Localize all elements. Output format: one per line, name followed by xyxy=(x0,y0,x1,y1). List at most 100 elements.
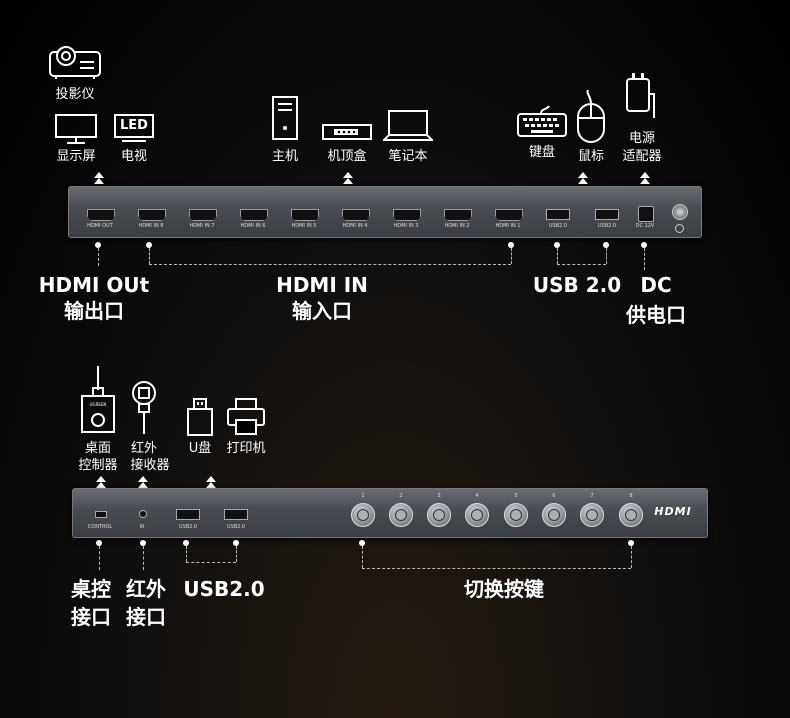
ir-silk: IR xyxy=(139,524,145,530)
hdmi-in-6-silk: HDMI IN 6 xyxy=(240,223,266,229)
arrow-icon xyxy=(138,476,148,482)
usb-front-title: USB2.0 xyxy=(183,577,265,601)
led-badge: LED xyxy=(120,118,148,133)
hdmi-in-1-port[interactable] xyxy=(495,209,523,221)
hdmi-in-5-silk: HDMI IN 5 xyxy=(291,223,317,229)
usb-port-1[interactable] xyxy=(546,209,570,220)
button-1-number: 1 xyxy=(361,493,365,499)
hdmi-in-1-silk: HDMI IN 1 xyxy=(495,223,521,229)
hdmi-out-silk: HDMI OUT xyxy=(87,223,113,229)
adapter-label-2: 适配器 xyxy=(622,149,662,164)
switch-button-3[interactable] xyxy=(427,503,451,527)
keyboard-icon xyxy=(517,105,567,137)
dc-title: DC xyxy=(640,273,672,297)
host-label: 主机 xyxy=(271,149,298,164)
udisk-label: U盘 xyxy=(188,441,212,456)
usb-port-front-1[interactable] xyxy=(176,509,200,520)
settop-label: 机顶盒 xyxy=(327,149,367,164)
arrow-icon xyxy=(94,172,104,178)
switch-button-6[interactable] xyxy=(542,503,566,527)
button-8-number: 8 xyxy=(629,493,633,499)
arrow-icon xyxy=(640,178,650,184)
usb-front-silk-2: USB2.0 xyxy=(226,524,246,530)
printer-label: 打印机 xyxy=(226,441,266,456)
switch-button-4[interactable] xyxy=(465,503,489,527)
arrow-icon xyxy=(343,178,353,184)
laptop-icon xyxy=(383,110,433,141)
control-port[interactable] xyxy=(95,511,107,518)
control-silk: CONTROL xyxy=(87,524,113,530)
mouse-icon xyxy=(577,90,605,143)
hdmi-out-title: HDMI OUt xyxy=(38,273,150,297)
arrow-icon xyxy=(138,482,148,488)
arrow-icon xyxy=(578,172,588,178)
usb-silk-1: USB2.0 xyxy=(548,223,568,229)
switch-button-8[interactable] xyxy=(619,503,643,527)
switch-button-1[interactable] xyxy=(351,503,375,527)
tv-label: 电视 xyxy=(120,149,147,164)
hdmi-in-4-port[interactable] xyxy=(342,209,370,221)
desk-controller-icon xyxy=(81,366,115,433)
mouse-label: 鼠标 xyxy=(577,149,604,164)
arrow-icon xyxy=(206,482,216,488)
usb-silk-2: USB2.0 xyxy=(597,223,617,229)
ground-screw-icon xyxy=(672,204,688,220)
dc-silk: DC 12V xyxy=(635,223,655,229)
laptop-label: 笔记本 xyxy=(388,149,428,164)
button-4-number: 4 xyxy=(475,493,479,499)
hdmi-out-subtitle: 输出口 xyxy=(64,299,124,323)
usb-front-silk-1: USB2.0 xyxy=(178,524,198,530)
hdmi-in-3-port[interactable] xyxy=(393,209,421,221)
hdmi-in-subtitle: 输入口 xyxy=(292,299,352,323)
display-label: 显示屏 xyxy=(56,149,96,164)
dc-jack[interactable] xyxy=(638,206,654,222)
button-2-number: 2 xyxy=(399,493,403,499)
ir-port-subtitle: 接口 xyxy=(126,605,166,629)
arrow-icon xyxy=(94,178,104,184)
hdmi-in-2-port[interactable] xyxy=(444,209,472,221)
usb-title: USB 2.0 xyxy=(532,273,622,297)
adapter-label-1: 电源 xyxy=(628,131,655,146)
projector-icon xyxy=(49,46,101,79)
ir-label-1: 红外 xyxy=(130,441,157,456)
arrow-icon xyxy=(96,476,106,482)
ground-icon xyxy=(675,224,684,233)
hdmi-in-7-port[interactable] xyxy=(189,209,217,221)
power-adapter-icon xyxy=(626,73,655,118)
usb-drive-icon xyxy=(187,398,213,436)
hdmi-in-2-silk: HDMI IN 2 xyxy=(444,223,470,229)
hdmi-logo: HDMI xyxy=(654,505,692,518)
hdmi-in-3-silk: HDMI IN 3 xyxy=(393,223,419,229)
hdmi-in-8-port[interactable] xyxy=(138,209,166,221)
desk-label-2: 控制器 xyxy=(78,458,118,473)
remote-brand: UGREEN xyxy=(89,402,107,407)
projector-label: 投影仪 xyxy=(55,87,95,102)
usb-port-2[interactable] xyxy=(595,209,619,220)
hdmi-out-port[interactable] xyxy=(87,209,115,221)
arrow-icon xyxy=(96,482,106,488)
button-5-number: 5 xyxy=(514,493,518,499)
led-tv-icon: LED xyxy=(114,114,154,138)
usb-port-front-2[interactable] xyxy=(224,509,248,520)
hdmi-in-5-port[interactable] xyxy=(291,209,319,221)
desk-port-title: 桌控 xyxy=(71,577,111,601)
ir-port[interactable] xyxy=(139,510,147,518)
arrow-icon xyxy=(578,178,588,184)
hdmi-in-6-port[interactable] xyxy=(240,209,268,221)
keyboard-label: 键盘 xyxy=(528,145,555,160)
hdmi-in-4-silk: HDMI IN 4 xyxy=(342,223,368,229)
desk-label-1: 桌面 xyxy=(84,441,111,456)
dc-subtitle: 供电口 xyxy=(626,303,686,327)
hdmi-in-8-silk: HDMI IN 8 xyxy=(138,223,164,229)
switch-button-7[interactable] xyxy=(580,503,604,527)
arrow-icon xyxy=(640,172,650,178)
switch-button-2[interactable] xyxy=(389,503,413,527)
ir-receiver-icon xyxy=(132,381,156,434)
button-3-number: 3 xyxy=(437,493,441,499)
hdmi-in-7-silk: HDMI IN 7 xyxy=(189,223,215,229)
switch-button-5[interactable] xyxy=(504,503,528,527)
switch-title: 切换按键 xyxy=(464,577,544,601)
desk-port-subtitle: 接口 xyxy=(71,605,111,629)
arrow-icon xyxy=(343,172,353,178)
arrow-icon xyxy=(206,476,216,482)
